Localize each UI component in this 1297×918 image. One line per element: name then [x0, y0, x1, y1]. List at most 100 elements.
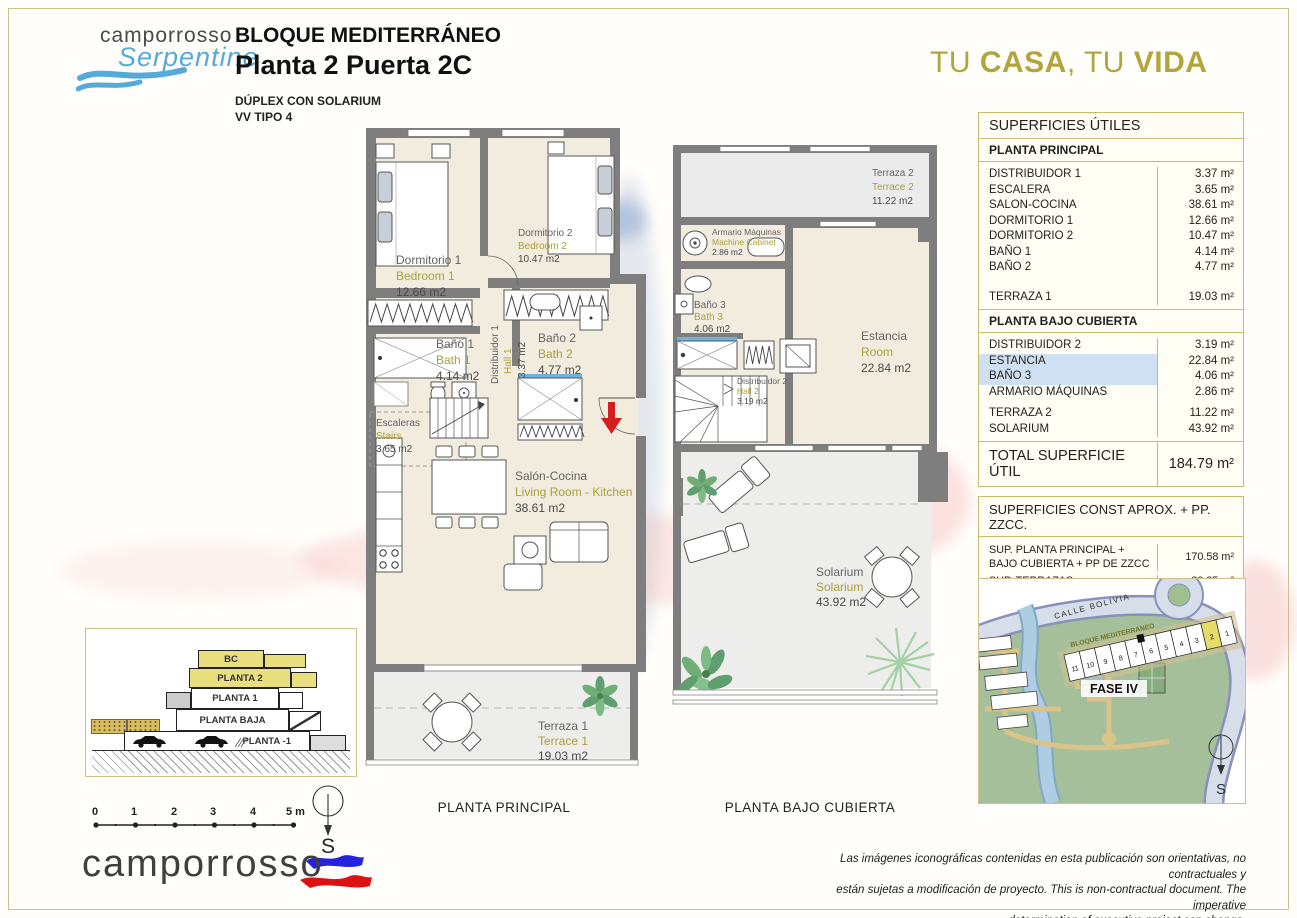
bath-3-fixtures [674, 275, 738, 370]
surfaces-panel: SUPERFICIES ÚTILES PLANTA PRINCIPAL DIST… [978, 112, 1244, 646]
scale-bar: 0 1 2 3 4 5 m [92, 806, 305, 828]
window [891, 445, 923, 451]
tagline-part: , TU [1066, 46, 1134, 79]
svg-text:Baño 2: Baño 2 [538, 331, 576, 345]
room-label-salon: Salón-Cocina Living Room - Kitchen 38.61… [515, 469, 632, 515]
svg-text:Terrace 2: Terrace 2 [872, 182, 914, 193]
svg-text:Machine Cabinet: Machine Cabinet [712, 237, 776, 247]
window [754, 445, 814, 451]
gravel [127, 719, 160, 734]
floor-bc: BC [198, 650, 264, 668]
svg-text:0: 0 [92, 806, 98, 818]
floor-bc-annex [264, 654, 306, 668]
tagline-part: VIDA [1133, 46, 1208, 79]
svg-text:Room: Room [861, 345, 893, 359]
svg-text:1: 1 [1225, 630, 1230, 638]
plant-icon [582, 676, 618, 716]
serpentine-logo-text: Serpentine [118, 42, 259, 72]
svg-text:3.19 m2: 3.19 m2 [737, 396, 768, 406]
floor-1: PLANTA 1 [191, 688, 279, 709]
svg-text:Bedroom 1: Bedroom 1 [396, 269, 455, 283]
room-label-bano3: Baño 3 Bath 3 4.06 m2 [694, 300, 731, 335]
disclaimer-line: determination of executive project can c… [790, 914, 1246, 918]
svg-text:43.92 m2: 43.92 m2 [816, 595, 866, 609]
background-wash [60, 540, 340, 600]
svg-text:Bedroom 2: Bedroom 2 [518, 241, 567, 252]
svg-text:12.66 m2: 12.66 m2 [396, 285, 446, 299]
living-furniture [503, 521, 609, 591]
room-label-terraza2: Terraza 2 Terrace 2 11.22 m2 [872, 168, 914, 207]
ground-hatch [92, 750, 350, 773]
disclaimer-text: Las imágenes iconográficas contenidas en… [790, 852, 1246, 918]
svg-text:Solarium: Solarium [816, 580, 863, 594]
subtitle-duplex: DÚPLEX CON SOLARIUM [235, 94, 382, 108]
svg-text:S: S [1216, 781, 1226, 798]
svg-text:5 m: 5 m [286, 806, 305, 818]
svg-text:2: 2 [171, 806, 177, 818]
room-label-bano2: Baño 2 Bath 2 4.77 m2 [538, 331, 582, 377]
wardrobe-zigzag [743, 340, 775, 370]
phase-label: FASE IV [1090, 682, 1139, 696]
bed-2 [547, 141, 615, 255]
block-title: BLOQUE MEDITERRÁNEO [235, 24, 502, 47]
floor-minus1-annex [310, 735, 346, 751]
walls [366, 128, 646, 764]
stairs-bajo [674, 375, 768, 443]
svg-text:Solarium: Solarium [816, 565, 863, 579]
dining-table [431, 445, 507, 529]
svg-text:Baño 3: Baño 3 [694, 300, 726, 311]
door-arc [487, 255, 519, 287]
svg-text:Terraza 1: Terraza 1 [538, 719, 588, 733]
svg-text:Escaleras: Escaleras [376, 418, 420, 429]
room-label-dormitorio2: Dormitorio 2 Bedroom 2 10.47 m2 [518, 228, 573, 265]
svg-text:4.77 m2: 4.77 m2 [538, 363, 582, 377]
window [719, 146, 791, 152]
svg-text:3.65 m2: 3.65 m2 [376, 444, 413, 455]
svg-text:Bath 2: Bath 2 [538, 347, 573, 361]
stairs-principal [369, 397, 489, 467]
window [423, 664, 583, 672]
svg-text:3: 3 [210, 806, 216, 818]
svg-text:5: 5 [1164, 644, 1169, 652]
floor-2: PLANTA 2 [189, 668, 291, 688]
palm-plant-icon [865, 627, 935, 697]
svg-text:10.47 m2: 10.47 m2 [518, 254, 560, 265]
developer-logo-text: camporrosso [100, 24, 233, 47]
floor-2-balcony [291, 672, 317, 688]
lift-shaft [779, 338, 817, 374]
svg-text:3: 3 [1194, 637, 1199, 645]
svg-text:Living Room - Kitchen: Living Room - Kitchen [515, 485, 632, 499]
subtitle-tipo: VV TIPO 4 [235, 110, 293, 124]
gravel [91, 719, 127, 734]
room-label-terraza1: Terraza 1 Terrace 1 19.03 m2 [538, 719, 588, 763]
svg-text:38.61 m2: 38.61 m2 [515, 501, 565, 515]
window [809, 146, 871, 152]
solarium-table [863, 545, 921, 609]
terrace-table [422, 692, 482, 752]
footer-logo-text: camporrosso [82, 843, 324, 885]
red-stroke [300, 875, 372, 888]
table-section-header: PLANTA PRINCIPAL [979, 139, 1243, 162]
table-spacer-row [979, 400, 1243, 406]
room-label-estancia: Estancia Room 22.84 m2 [861, 329, 911, 375]
room-label-distribuidor2: Distribuidor 2 Hall 2 3.19 m2 [737, 376, 787, 406]
useful-surfaces-table: SUPERFICIES ÚTILES PLANTA PRINCIPAL DIST… [978, 112, 1244, 487]
room-label-solarium: Solarium Solarium 43.92 m2 [816, 565, 866, 609]
svg-text:10: 10 [1086, 662, 1095, 671]
bath-2-fixtures [517, 293, 603, 441]
svg-text:Terraza 2: Terraza 2 [872, 168, 914, 179]
svg-text:Bath 1: Bath 1 [436, 353, 471, 367]
floor-1-balcony [279, 692, 303, 709]
unit-row: 11 10 9 8 7 6 5 4 3 2 1 [1057, 610, 1243, 689]
svg-text:Dormitorio 2: Dormitorio 2 [518, 228, 573, 239]
svg-text:Distribuidor 2: Distribuidor 2 [737, 376, 787, 386]
